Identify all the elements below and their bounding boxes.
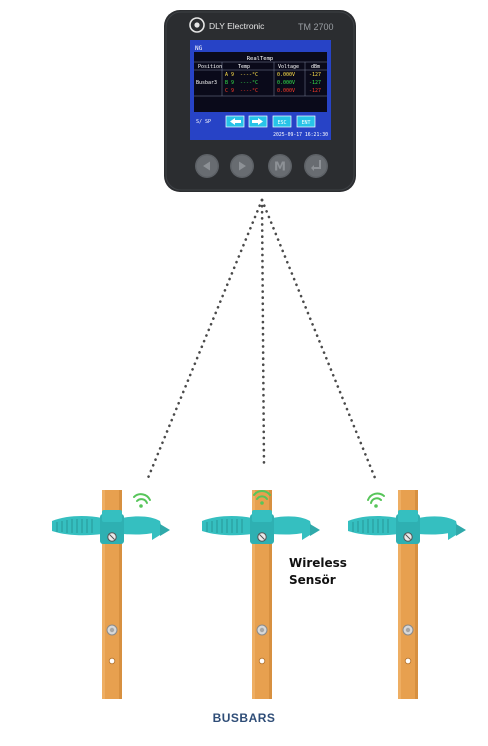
sensor-label-line-1: Wireless [289,556,347,570]
device-screen: NG RealTemp Position Temp Voltage dBm Bu… [190,40,331,140]
svg-text:C 9: C 9 [225,88,234,94]
svg-text:----°C: ----°C [240,72,258,78]
busbar-sensor-b [201,489,321,700]
svg-text:-127: -127 [309,72,321,78]
screen-row-c: C 9 ----°C 0.000V -127 [225,88,321,94]
link-to-sensor-a [146,198,264,480]
screen-footer-left: S/ SP [196,119,211,125]
screen-esc-button: ESC [277,120,286,126]
signal-icon-b [253,490,271,505]
right-arrow-icon [239,161,246,171]
model-name: TM 2700 [298,22,334,32]
screen-row-a: A 9 ----°C 0.000V -127 [225,72,321,78]
busbar-group-label: Busbar3 [196,80,217,86]
svg-text:-127: -127 [309,88,321,94]
screen-right-arrow-icon [248,115,268,128]
svg-text:0.000V: 0.000V [277,80,295,86]
svg-text:B 9: B 9 [225,80,234,86]
screen-datetime: 2025-09-17 16:21:30 [273,132,328,138]
header-temp: Temp [238,64,250,70]
signal-icon-a [133,493,151,508]
header-voltage: Voltage [278,64,299,70]
device-keys: M [195,154,328,178]
busbars-label: BUSBARS [212,711,276,725]
svg-text:0.000V: 0.000V [277,88,295,94]
busbar-sensor-a [51,489,171,700]
screen-left-arrow-icon [225,115,245,128]
link-to-sensor-c [260,198,377,480]
display-device: DLY Electronic TM 2700 NG RealTemp Posit… [164,10,356,192]
right-key[interactable] [230,154,254,178]
svg-text:0.000V: 0.000V [277,72,295,78]
wireless-sensor-label: Wireless Sensör [289,555,347,589]
enter-key[interactable] [304,154,328,178]
sensor-label-line-2: Sensör [289,573,336,587]
svg-text:-127: -127 [309,80,321,86]
busbar-sensor-c [347,489,467,700]
svg-text:----°C: ----°C [240,80,258,86]
svg-text:A 9: A 9 [225,72,234,78]
link-to-sensor-b [260,198,266,468]
left-arrow-icon [203,161,210,171]
menu-key[interactable]: M [268,154,292,178]
brand-logo-icon [189,17,205,33]
wireless-links [146,198,377,480]
svg-text:----°C: ----°C [240,88,258,94]
screen-ent-button: ENT [301,120,310,126]
signal-icon-c [367,492,385,508]
brand-name: DLY Electronic [209,21,265,31]
screen-title: RealTemp [247,56,274,62]
header-position: Position [198,64,222,70]
enter-icon [312,160,321,169]
left-key[interactable] [195,154,219,178]
screen-row-b: B 9 ----°C 0.000V -127 [225,80,321,86]
header-dbm: dBm [311,64,320,70]
menu-key-label: M [274,160,286,174]
screen-corner-label: NG [195,45,203,52]
